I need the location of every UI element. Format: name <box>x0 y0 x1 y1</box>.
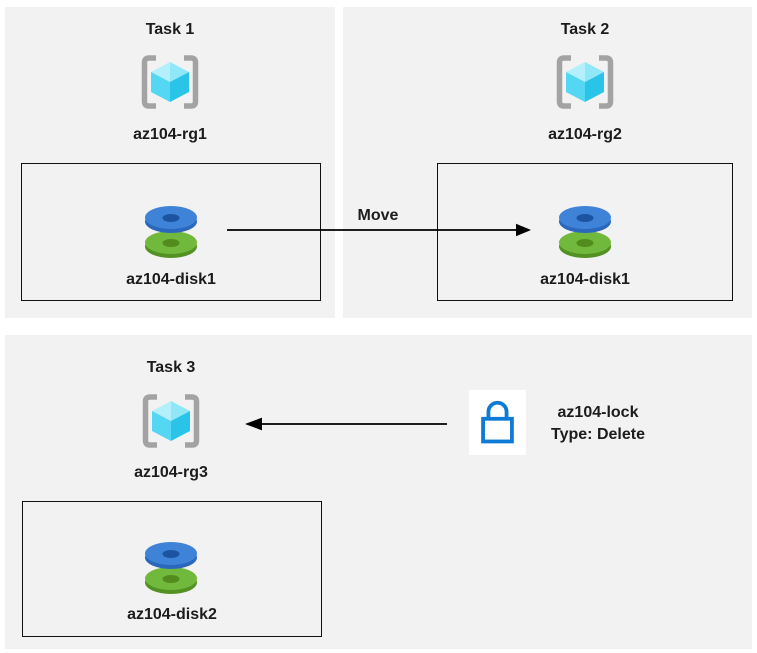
task3-resource-group-label: az104-rg3 <box>134 464 208 481</box>
disk-icon <box>143 541 199 595</box>
task1-disk-box <box>21 163 321 301</box>
task2-title: Task 2 <box>560 21 610 38</box>
lock-caption: az104-lock Type: Delete <box>533 402 663 446</box>
task3-disk-box <box>22 501 322 637</box>
lock-name: az104-lock <box>557 404 639 421</box>
lock-icon <box>474 393 521 452</box>
task1-panel <box>5 7 335 318</box>
task3-disk-label: az104-disk2 <box>127 606 217 623</box>
resource-group-icon <box>555 55 615 109</box>
task1-title: Task 1 <box>145 21 195 38</box>
task1-resource-group-label: az104-rg1 <box>133 126 207 143</box>
disk-icon <box>557 205 613 259</box>
lock-type: Type: Delete <box>551 426 645 443</box>
task3-title: Task 3 <box>146 359 196 376</box>
task3-panel <box>5 335 752 649</box>
task2-resource-group-label: az104-rg2 <box>548 126 622 143</box>
move-arrow-label: Move <box>357 207 399 224</box>
task1-disk-label: az104-disk1 <box>126 271 216 288</box>
resource-group-icon <box>140 55 200 109</box>
task2-panel <box>343 7 752 318</box>
task2-disk-box <box>437 163 733 301</box>
task2-disk-label: az104-disk1 <box>540 271 630 288</box>
resource-group-icon <box>141 394 201 448</box>
lock-tile <box>469 390 526 455</box>
disk-icon <box>143 205 199 259</box>
